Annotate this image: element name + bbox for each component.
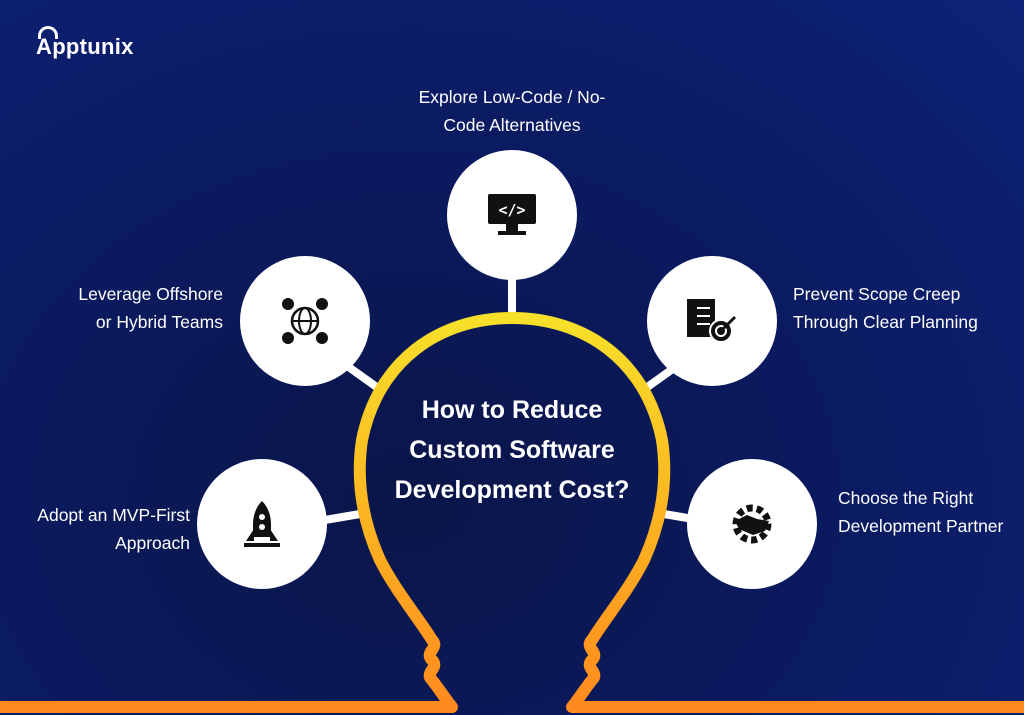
item-label-mvp: Adopt an MVP-First Approach [37, 505, 190, 553]
item-label-scope: Prevent Scope Creep Through Clear Planni… [793, 284, 978, 332]
code-monitor-icon: </> [488, 194, 536, 235]
item-circle-low-code: </> [447, 150, 577, 280]
item-label-low-code: Explore Low-Code / No-Code Alternatives [418, 87, 606, 135]
logo-arc-icon [38, 26, 58, 39]
item-label-offshore: Leverage Offshore or Hybrid Teams [78, 284, 223, 332]
item-circle-partner [687, 459, 817, 589]
item-circle-offshore [240, 256, 370, 386]
item-circle-scope [647, 256, 777, 386]
handshake-gear-icon [732, 504, 772, 544]
item-circle-mvp [197, 459, 327, 589]
rocket-icon [244, 501, 280, 547]
global-team-icon [282, 298, 328, 344]
brand-logo: Apptunix [36, 26, 134, 60]
checklist-target-icon [687, 299, 737, 343]
item-label-partner: Choose the Right Development Partner [838, 488, 1004, 536]
center-title: How to Reduce Custom Software Developmen… [394, 396, 630, 504]
connectors [321, 274, 703, 524]
svg-text:</>: </> [498, 201, 525, 219]
